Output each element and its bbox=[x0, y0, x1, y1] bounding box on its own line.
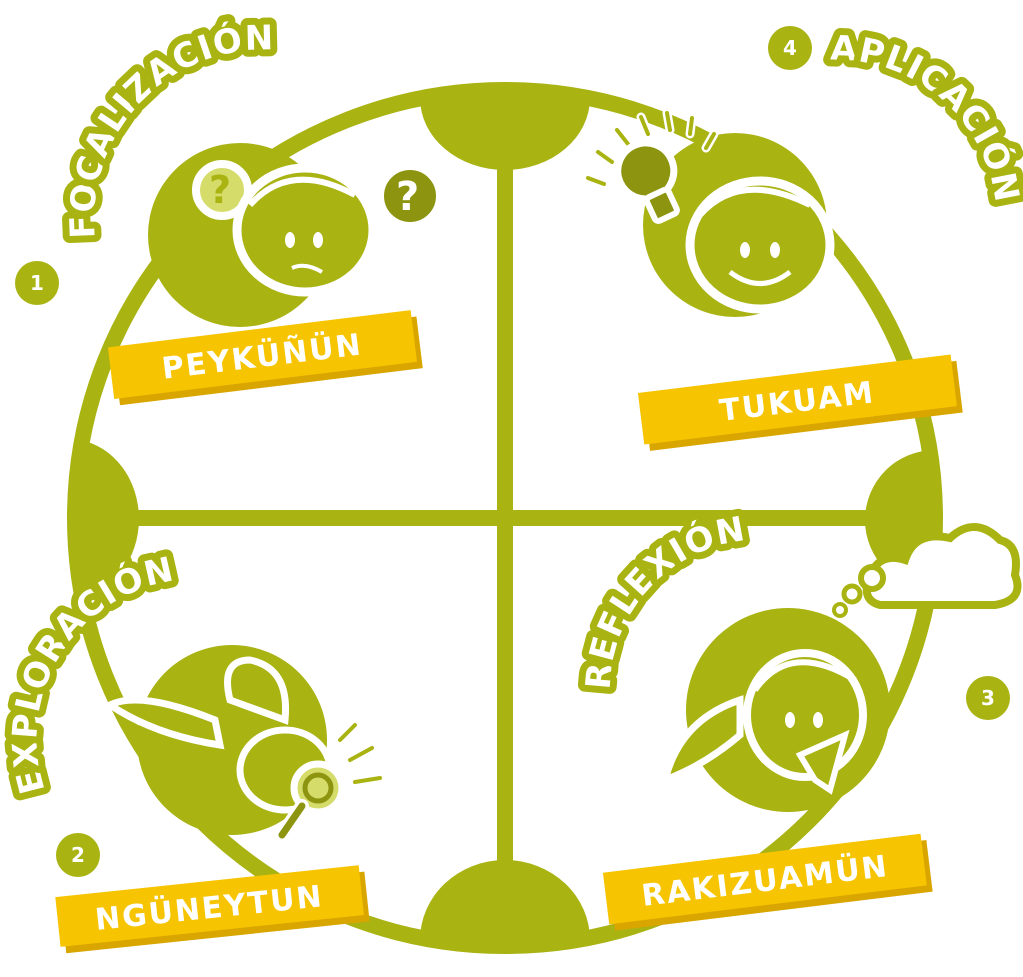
stage-4: TUKUAM APLICACIÓN 4 bbox=[583, 21, 1023, 451]
stage-1-banner: PEYKÜÑÜN bbox=[107, 310, 423, 406]
svg-text:?: ? bbox=[396, 174, 419, 220]
stage-3-number: 3 bbox=[981, 686, 995, 710]
knob-left bbox=[80, 440, 139, 598]
knob-top bbox=[420, 98, 590, 170]
stage-3-number-badge bbox=[966, 676, 1010, 720]
stage-2-number: 2 bbox=[71, 843, 85, 867]
boy-confused-icon: ? ? bbox=[192, 160, 444, 297]
stage-4-phase: APLICACIÓN bbox=[830, 28, 1023, 205]
knob-bottom bbox=[420, 860, 590, 940]
svg-text:?: ? bbox=[209, 168, 231, 212]
stage-2-number-badge bbox=[56, 833, 100, 877]
stage-3: RAKIZUAMÜN REFLEXIÓN 3 bbox=[572, 502, 1022, 931]
stage-1-number: 1 bbox=[30, 271, 44, 295]
wheel bbox=[67, 82, 943, 954]
stage-4-number: 4 bbox=[783, 36, 797, 60]
stage-4-number-badge bbox=[768, 26, 812, 70]
boy-idea-icon bbox=[583, 108, 835, 314]
stage-2-banner: NGÜNEYTUN bbox=[55, 865, 370, 954]
stage-2: NGÜNEYTUN EXPLORACIÓN 2 bbox=[0, 542, 385, 954]
stage-1-number-badge bbox=[15, 261, 59, 305]
stage-1: ? ? PEYKÜÑÜN FOCALIZACIÓN 1 bbox=[15, 11, 444, 406]
thought-cloud-icon bbox=[832, 523, 1022, 618]
girl-thinking-icon bbox=[659, 523, 1022, 795]
stage-4-banner: TUKUAM bbox=[637, 354, 963, 451]
rabbit-magnifier-icon bbox=[103, 656, 385, 842]
